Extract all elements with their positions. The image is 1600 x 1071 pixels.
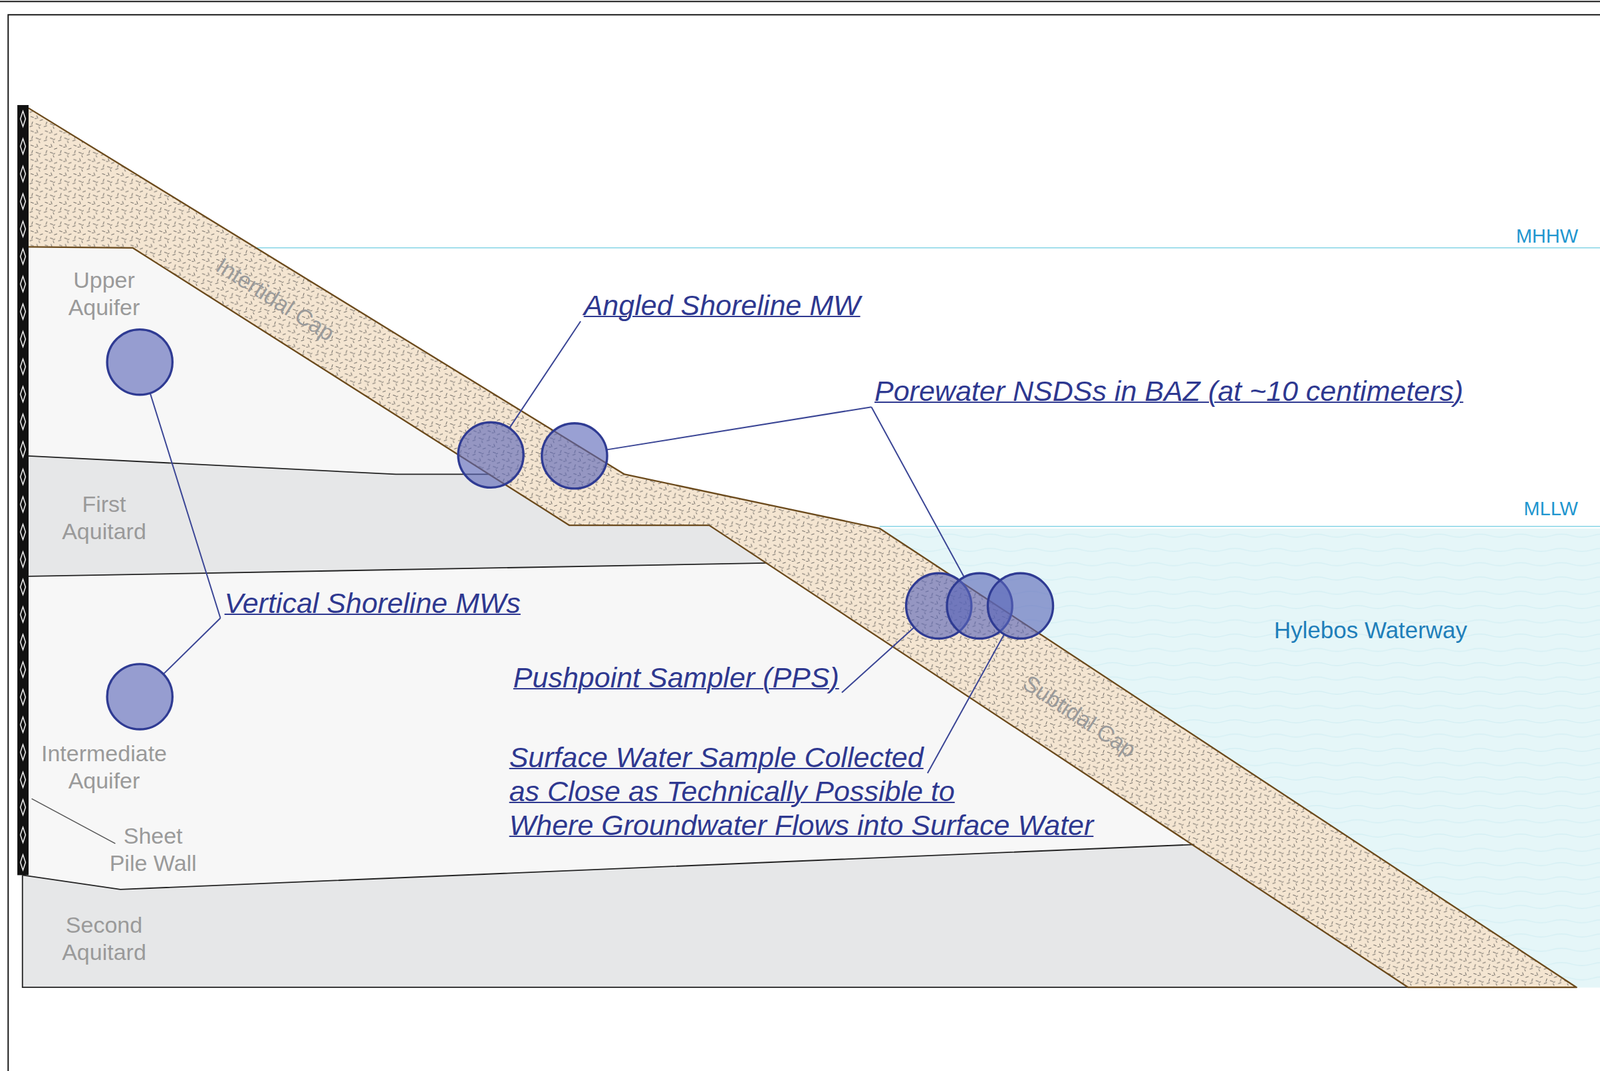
frame-border (7, 14, 1600, 1071)
sample-location-circle (107, 329, 173, 396)
sheet-pile-wall-pattern (17, 105, 29, 876)
callout-label: Pushpoint Sampler (PPS) (513, 661, 840, 695)
leader-line (841, 627, 915, 693)
sample-location-circle (987, 573, 1053, 639)
sample-location-circle (107, 664, 173, 730)
wrap-spacer (1001, 774, 1115, 809)
leader-line (150, 393, 221, 619)
layer-label: Upper Aquifer (39, 266, 170, 322)
part-label: Sheet Pile Wall (105, 822, 201, 878)
sample-location-circle (458, 422, 524, 488)
tide-line (256, 247, 1600, 249)
tide-line (879, 526, 1600, 528)
frame-border (0, 0, 1600, 2)
cap-outline (28, 108, 1577, 989)
aquitard-band-fill (22, 845, 1409, 989)
ground-line (22, 875, 1409, 988)
waterway-fill (879, 528, 1600, 988)
leader-line (163, 618, 221, 675)
leader-line (509, 321, 581, 429)
callout-label: Porewater NSDSs in BAZ (at ~10 centimete… (874, 375, 1464, 408)
leader-line (927, 634, 1005, 774)
waterway-label: Hylebos Waterway (1274, 617, 1467, 644)
layer-label: Second Aquitard (39, 911, 170, 967)
tide-label: MHHW (1516, 226, 1579, 247)
callout-label: Angled Shoreline MW (583, 289, 861, 322)
callout-label: Vertical Shoreline MWs (224, 587, 521, 620)
layer-boundary (28, 563, 768, 577)
sample-location-circle (541, 423, 608, 489)
aquifer-band-fill (28, 563, 1194, 890)
aquitard-band-fill (28, 456, 768, 577)
tide-label: MLLW (1523, 499, 1579, 519)
leader-line (871, 406, 965, 578)
leader-line (31, 798, 116, 844)
aquitard-band-shape (22, 845, 1409, 989)
callout-label: Surface Water Sample Collected as Close … (509, 740, 1115, 843)
sheet-pile-wall (17, 105, 29, 876)
wrap-spacer (942, 740, 1115, 775)
layer-label: First Aquitard (39, 490, 170, 546)
aquitard-band: Second Aquitard (22, 845, 1409, 989)
layer-label: Intermediate Aquifer (39, 740, 170, 795)
layer-boundary (22, 844, 1195, 890)
leader-line (605, 406, 872, 450)
layer-boundary (28, 456, 489, 475)
